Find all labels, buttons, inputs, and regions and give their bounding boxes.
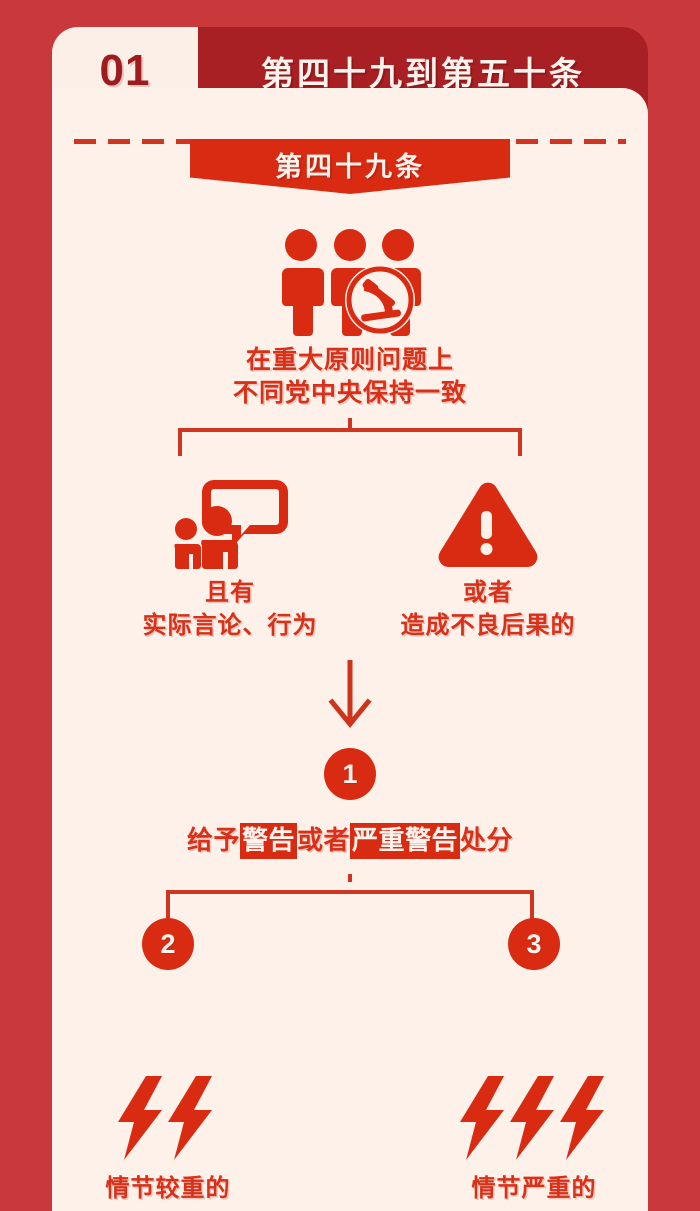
outcome-suffix: 处分	[460, 825, 514, 855]
outcome-highlight-1: 警告	[239, 823, 297, 859]
warning-triangle-icon	[368, 478, 608, 570]
branch-right-line-2: 造成不良后果的	[400, 612, 576, 639]
three-people-party-emblem-icon	[264, 228, 436, 336]
outcome-highlight-2: 严重警告	[350, 823, 461, 859]
step-number-circle-2: 2	[142, 918, 194, 970]
outcome-prefix: 给予	[186, 825, 240, 855]
leaf-label-3: 情节严重的	[471, 1175, 597, 1202]
outcome-middle: 或者	[296, 825, 350, 855]
content-card: 第四十九条	[52, 88, 648, 1211]
branch-right-line-1: 或者	[463, 579, 513, 606]
two-lightning-bolts-icon	[78, 1076, 258, 1160]
statement-line-2: 不同党中央保持一致	[232, 379, 467, 407]
split-bracket-bottom	[74, 874, 626, 938]
branch-right-label: 或者 造成不良后果的	[368, 576, 608, 642]
outcome-sentence: 给予警告或者严重警告处分	[52, 820, 648, 859]
header-title: 第四十九到第五十条	[261, 55, 585, 92]
section-number: 01	[99, 46, 151, 95]
branch-item-right: 或者 造成不良后果的	[368, 478, 608, 642]
people-speech-bubble-icon	[110, 478, 350, 570]
split-bracket-top	[74, 418, 626, 458]
statement-line-1: 在重大原则问题上	[245, 346, 454, 374]
branch-item-left: 且有 实际言论、行为	[110, 478, 350, 642]
statement-main-text: 在重大原则问题上 不同党中央保持一致	[52, 344, 648, 410]
branch-left-line-2: 实际言论、行为	[142, 612, 318, 639]
branch-left-line-1: 且有	[205, 579, 255, 606]
arrow-down-icon-to-outcome	[326, 660, 374, 732]
section-banner-label: 第四十九条	[275, 152, 425, 182]
step-number-circle-1: 1	[324, 748, 376, 800]
leaf-label-2: 情节较重的	[105, 1175, 231, 1202]
section-banner: 第四十九条	[190, 139, 510, 194]
step-number-circle-3: 3	[508, 918, 560, 970]
three-lightning-bolts-icon	[444, 1076, 624, 1160]
branch-left-label: 且有 实际言论、行为	[110, 576, 350, 642]
